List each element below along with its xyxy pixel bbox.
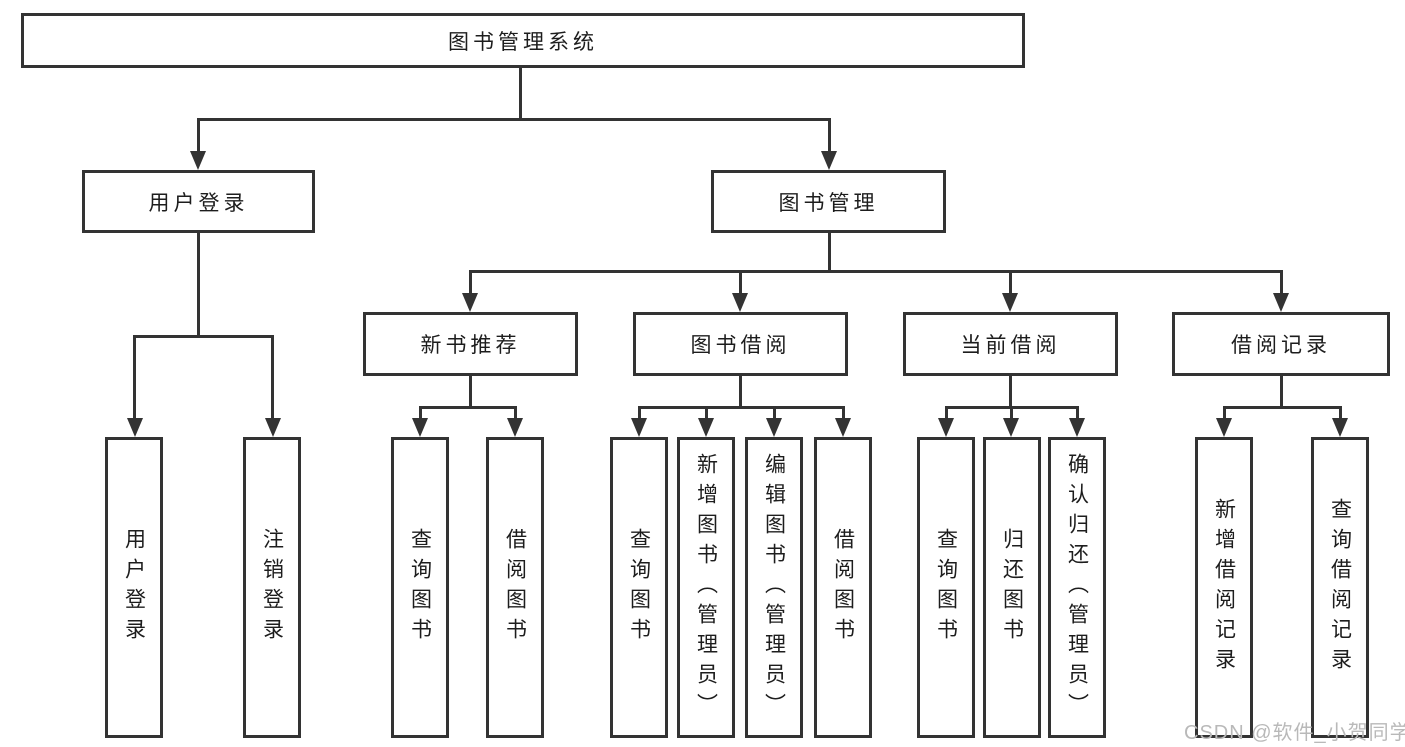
- node-label: 图书借阅: [690, 334, 791, 357]
- leaf-user-login: 用户登录: [105, 437, 163, 738]
- node-user-login: 用户登录: [82, 170, 315, 233]
- connector-module-stem: [739, 376, 742, 406]
- leaf-label: 注销登录: [260, 527, 284, 648]
- leaf-label: 借阅图书: [503, 527, 527, 648]
- arrow-down-icon: [938, 418, 954, 437]
- leaf-label: 查询图书: [408, 527, 432, 648]
- node-label: 用户登录: [148, 191, 249, 215]
- leaf-add-books-admin: 新增图书（管理员）: [677, 437, 735, 738]
- arrow-down-icon: [821, 151, 837, 170]
- connector-to-module: [1009, 270, 1012, 295]
- leaf-confirm-return-admin: 确认归还（管理员）: [1048, 437, 1106, 738]
- node-label: 当前借阅: [960, 334, 1061, 357]
- connector-group-horizontal: [638, 406, 845, 409]
- leaf-label: 确认归还（管理员）: [1065, 452, 1089, 723]
- csdn-watermark: CSDN @软件_小贺同学: [1184, 722, 1405, 744]
- leaf-edit-books-admin: 编辑图书（管理员）: [745, 437, 803, 738]
- arrow-down-icon: [1003, 418, 1019, 437]
- node-library-management-system: 图书管理系统: [21, 13, 1025, 68]
- arrow-down-icon: [462, 293, 478, 312]
- connector-to-module: [1280, 270, 1283, 295]
- leaf-label: 归还图书: [1000, 527, 1024, 648]
- arrow-down-icon: [698, 418, 714, 437]
- leaf-add-borrow-record: 新增借阅记录: [1195, 437, 1253, 738]
- node-current-borrow: 当前借阅: [903, 312, 1118, 376]
- connector-to-module: [469, 270, 472, 295]
- arrow-down-icon: [190, 151, 206, 170]
- connector-group-horizontal: [1223, 406, 1342, 409]
- connector-to-leaf: [1010, 406, 1013, 420]
- connector-to-leaf: [945, 406, 948, 420]
- connector-to-leaf: [133, 335, 136, 420]
- arrow-down-icon: [1002, 293, 1018, 312]
- arrow-down-icon: [265, 418, 281, 437]
- connector-to-leaf: [1076, 406, 1079, 420]
- leaf-label: 查询借阅记录: [1328, 497, 1352, 678]
- connector-to-leaf: [419, 406, 422, 420]
- connector-group-horizontal: [419, 406, 517, 409]
- node-new-book-recommend: 新书推荐: [363, 312, 578, 376]
- leaf-query-books-recommend: 查询图书: [391, 437, 449, 738]
- leaf-label: 查询图书: [934, 527, 958, 648]
- node-book-borrow: 图书借阅: [633, 312, 848, 376]
- leaf-label: 借阅图书: [831, 527, 855, 648]
- node-label: 图书管理: [778, 191, 879, 215]
- connector-root-stem: [519, 68, 522, 118]
- leaf-query-books-current: 查询图书: [917, 437, 975, 738]
- arrow-down-icon: [507, 418, 523, 437]
- connector-to-leaf: [842, 406, 845, 420]
- connector-to-book-management: [828, 118, 831, 155]
- arrow-down-icon: [127, 418, 143, 437]
- leaf-query-books-borrow: 查询图书: [610, 437, 668, 738]
- node-label: 借阅记录: [1231, 334, 1331, 357]
- leaf-label: 查询图书: [627, 527, 651, 648]
- leaf-logout: 注销登录: [243, 437, 301, 738]
- node-label: 图书管理系统: [448, 30, 598, 54]
- leaf-borrow-books: 借阅图书: [814, 437, 872, 738]
- connector-to-leaf: [705, 406, 708, 420]
- node-book-management: 图书管理: [711, 170, 946, 233]
- connector-to-leaf: [773, 406, 776, 420]
- connector-to-leaf: [638, 406, 641, 420]
- arrow-down-icon: [412, 418, 428, 437]
- arrow-down-icon: [1273, 293, 1289, 312]
- arrow-down-icon: [766, 418, 782, 437]
- arrow-down-icon: [631, 418, 647, 437]
- leaf-query-borrow-record: 查询借阅记录: [1311, 437, 1369, 738]
- leaf-label: 新增借阅记录: [1212, 497, 1236, 678]
- leaf-label: 新增图书（管理员）: [694, 452, 718, 723]
- connector-to-leaf: [1223, 406, 1226, 420]
- connector-to-module: [739, 270, 742, 295]
- connector-module-stem: [1009, 376, 1012, 406]
- connector-level3-horizontal: [469, 270, 1283, 273]
- connector-book-management-stem: [828, 233, 831, 270]
- connector-to-leaf: [271, 335, 274, 420]
- leaf-label: 编辑图书（管理员）: [762, 452, 786, 723]
- connector-level1-horizontal: [197, 118, 831, 121]
- node-borrow-records: 借阅记录: [1172, 312, 1390, 376]
- arrow-down-icon: [732, 293, 748, 312]
- connector-module-stem: [1280, 376, 1283, 406]
- arrow-down-icon: [1332, 418, 1348, 437]
- leaf-borrow-books-recommend: 借阅图书: [486, 437, 544, 738]
- node-label: 新书推荐: [420, 334, 521, 357]
- arrow-down-icon: [835, 418, 851, 437]
- arrow-down-icon: [1216, 418, 1232, 437]
- connector-to-user-login: [197, 118, 200, 155]
- connector-to-leaf: [514, 406, 517, 420]
- connector-user-login-stem: [197, 233, 200, 335]
- arrow-down-icon: [1069, 418, 1085, 437]
- connector-module-stem: [469, 376, 472, 406]
- connector-to-leaf: [1339, 406, 1342, 420]
- connector-user-login-horizontal: [133, 335, 274, 338]
- leaf-return-books: 归还图书: [983, 437, 1041, 738]
- leaf-label: 用户登录: [122, 527, 146, 648]
